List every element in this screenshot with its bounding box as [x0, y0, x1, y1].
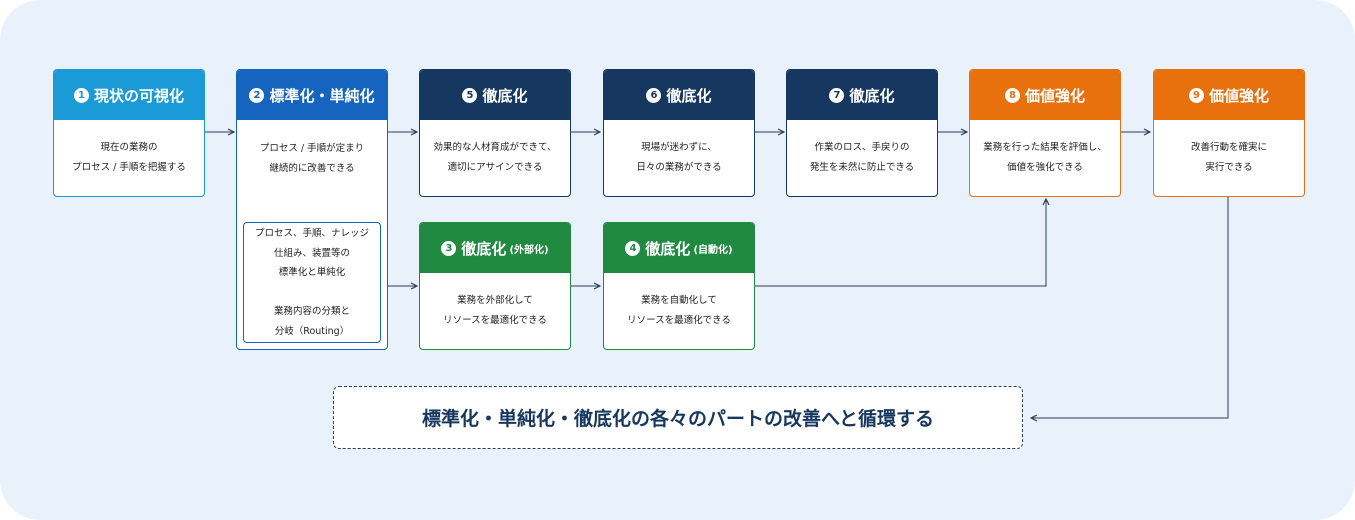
step-2-header: 2 標準化・単純化 — [237, 70, 387, 120]
step-9-title: 価値強化 — [1208, 86, 1269, 105]
step-3-number: 3 — [441, 240, 457, 256]
step-3-body: 業務を外部化して リソースを最適化できる — [443, 295, 547, 326]
step-1-number: 1 — [73, 87, 89, 103]
step-7-header: 7 徹底化 — [787, 70, 937, 120]
step-6-number: 6 — [646, 87, 662, 103]
cycle-banner: 標準化・単純化・徹底化の各々のパートの改善へと循環する — [333, 386, 1023, 449]
step-2-number: 2 — [249, 87, 265, 103]
step-6-title: 徹底化 — [666, 86, 712, 105]
step-3-box: 3 徹底化 (外部化) 業務を外部化して リソースを最適化できる — [419, 222, 571, 350]
step-9-header: 9 価値強化 — [1154, 70, 1304, 120]
step-2-body: プロセス / 手順が定まり 継続的に改善できる — [259, 143, 365, 174]
step-4-title: 徹底化 — [645, 239, 691, 258]
step-8-number: 8 — [1004, 87, 1020, 103]
step-1-header: 1 現状の可視化 — [54, 70, 204, 120]
arrow-9-to-banner — [1031, 197, 1229, 418]
step-5-number: 5 — [462, 87, 478, 103]
step-1-body: 現在の業務の プロセス / 手順を把握する — [72, 142, 186, 173]
step-5-box: 5 徹底化 効果的な人材育成ができて、 適切にアサインできる — [419, 69, 571, 197]
step-4-body: 業務を自動化して リソースを最適化できる — [627, 295, 731, 326]
step-1-box: 1 現状の可視化 現在の業務の プロセス / 手順を把握する — [53, 69, 205, 197]
step-7-body: 作業のロス、手戻りの 発生を未然に防止できる — [809, 142, 915, 173]
step-7-title: 徹底化 — [849, 86, 895, 105]
step-6-box: 6 徹底化 現場が迷わずに、 日々の業務ができる — [603, 69, 755, 197]
step-6-body: 現場が迷わずに、 日々の業務ができる — [636, 142, 722, 173]
arrow-4-to-8 — [755, 199, 1046, 287]
step-3-title: 徹底化 — [461, 239, 507, 258]
step-4-number: 4 — [625, 240, 641, 256]
step-8-body: 業務を行った結果を評価し、 価値を強化できる — [983, 142, 1107, 173]
step-9-body: 改善行動を確実に 実行できる — [1190, 142, 1267, 173]
step-6-header: 6 徹底化 — [604, 70, 754, 120]
step-5-body: 効果的な人材育成ができて、 適切にアサインできる — [433, 142, 557, 173]
step-7-number: 7 — [829, 87, 845, 103]
step-3-header: 3 徹底化 (外部化) — [420, 223, 570, 273]
step-8-title: 価値強化 — [1024, 86, 1085, 105]
step-4-header: 4 徹底化 (自動化) — [604, 223, 754, 273]
step-2-detail-box: プロセス、手順、ナレッジ 仕組み、装置等の 標準化と単純化 業務内容の分類と 分… — [243, 222, 381, 343]
step-1-title: 現状の可視化 — [93, 86, 184, 105]
step-5-header: 5 徹底化 — [420, 70, 570, 120]
step-8-box: 8 価値強化 業務を行った結果を評価し、 価値を強化できる — [969, 69, 1121, 197]
step-7-box: 7 徹底化 作業のロス、手戻りの 発生を未然に防止できる — [786, 69, 938, 197]
step-2-title: 標準化・単純化 — [269, 86, 375, 105]
step-9-number: 9 — [1188, 87, 1204, 103]
step-5-title: 徹底化 — [482, 86, 528, 105]
step-9-box: 9 価値強化 改善行動を確実に 実行できる — [1153, 69, 1305, 197]
step-8-header: 8 価値強化 — [970, 70, 1120, 120]
step-3-subtitle: (外部化) — [509, 244, 549, 256]
step-4-box: 4 徹底化 (自動化) 業務を自動化して リソースを最適化できる — [603, 222, 755, 350]
step-4-subtitle: (自動化) — [693, 244, 733, 256]
